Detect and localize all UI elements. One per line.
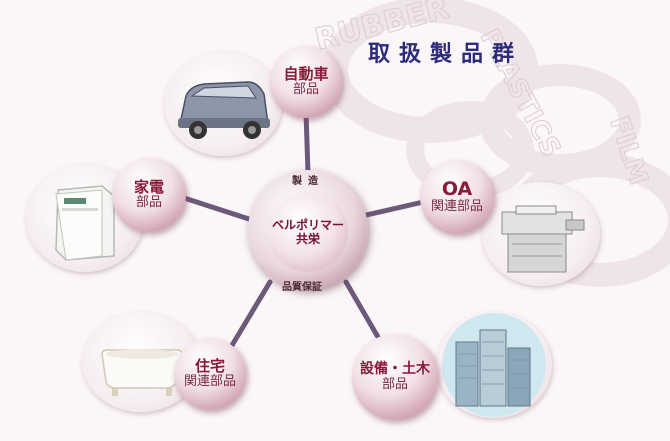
spoke-automotive: [303, 109, 311, 177]
hub-name-line2: 共栄: [295, 232, 320, 246]
category-housing-sub: 関連部品: [183, 374, 236, 390]
hub-quality-label: 品質保証: [282, 282, 322, 293]
car-icon: [178, 81, 270, 139]
category-facility-sub: 部品: [381, 376, 408, 392]
category-facility: 設備・土木 部品: [352, 334, 438, 420]
copier-icon: [501, 205, 585, 273]
category-oa-title: OA: [441, 177, 473, 200]
category-automotive-sub: 部品: [292, 82, 319, 98]
category-appliance-sub: 部品: [135, 195, 162, 211]
hub-company-name: ベルポリマー 共栄: [268, 192, 348, 272]
spoke-appliance: [175, 193, 255, 223]
category-facility-title: 設備・土木: [360, 361, 430, 378]
spoke-facility: [343, 279, 385, 347]
category-appliance: 家電 部品: [112, 158, 186, 232]
car-photo: [164, 52, 282, 156]
copier-photo: [482, 182, 600, 286]
buildings-photo: [436, 312, 552, 418]
category-oa-sub: 関連部品: [430, 199, 483, 215]
category-appliance-title: 家電: [133, 177, 164, 196]
appliance-icon: [55, 185, 115, 261]
category-housing-title: 住宅: [194, 356, 225, 375]
spoke-housing: [225, 279, 273, 355]
hub-manufacturing-label: 製造: [292, 176, 324, 187]
category-automotive: 自動車 部品: [270, 46, 342, 118]
category-housing: 住宅 関連部品: [174, 338, 246, 410]
category-oa: OA 関連部品: [420, 160, 494, 234]
page-title: 取扱製品群: [368, 41, 524, 67]
hub-name-line1: ベルポリマー: [271, 217, 344, 232]
buildings-icon: [442, 313, 546, 417]
category-automotive-title: 自動車: [283, 64, 329, 83]
